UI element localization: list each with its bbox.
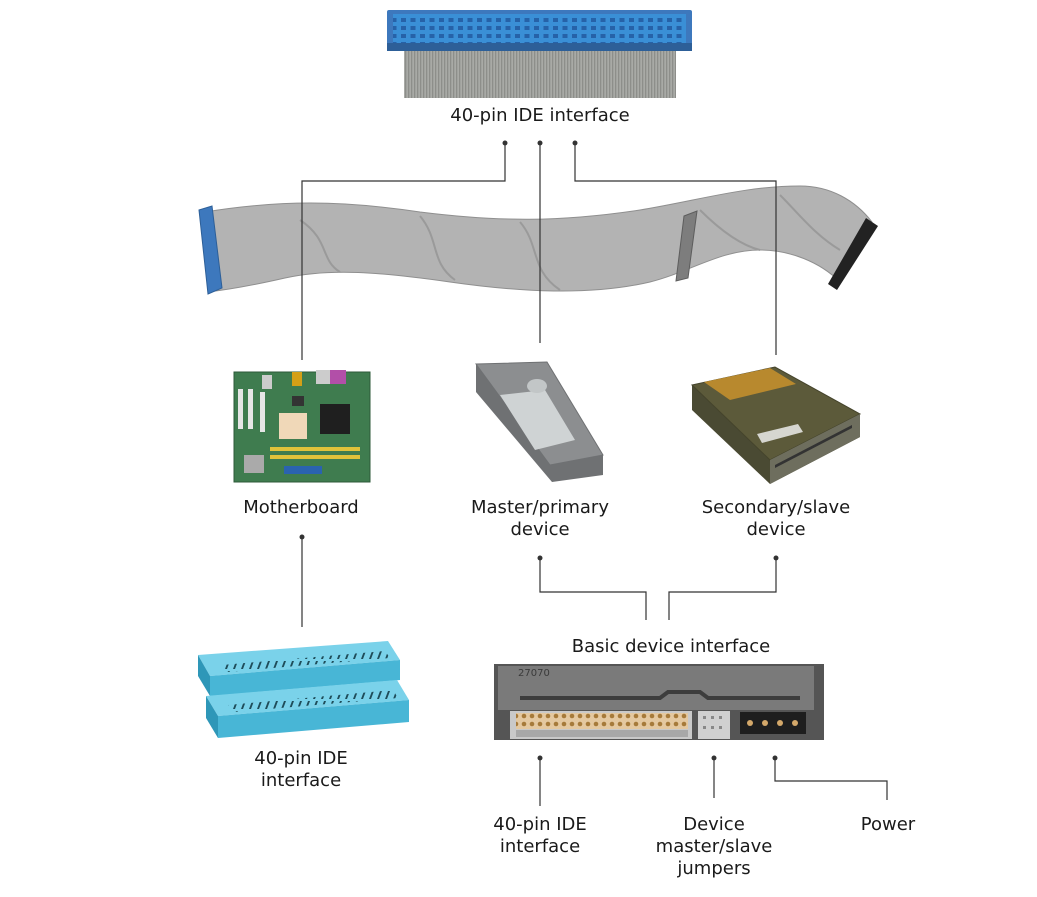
leader-lines [301,143,888,806]
label-slave-device: Secondary/slave device [676,497,876,541]
label-top-connector: 40-pin IDE interface [450,105,630,126]
top-ide-connector [387,10,692,98]
label-motherboard: Motherboard [243,497,359,518]
motherboard-illustration [233,370,371,483]
label-master-line2: device [510,519,570,540]
slave-drive-illustration [690,366,862,484]
label-basic-interface: Basic device interface [571,636,771,657]
drive-model-text: 27070 [518,668,550,679]
label-slave-line2: device [746,519,806,540]
label-mb-connector-line2: interface [260,770,342,791]
motherboard-ide-connector [198,641,409,738]
label-master-line1: Master/primary [471,497,609,518]
ribbon-cable [198,185,878,295]
label-drive-pins: 40-pin IDE interface [460,814,620,858]
label-power: Power [860,814,916,835]
label-drive-pins-line2: interface [499,836,581,857]
label-jumpers: Device master/slave jumpers [644,814,784,880]
drive-rear-interface: 27070 [494,664,824,740]
master-drive-illustration [475,361,604,482]
leader-dots [299,140,779,761]
label-mb-connector-line1: 40-pin IDE [254,748,348,769]
label-jumpers-line2: master/slave [655,836,773,857]
label-jumpers-line3: jumpers [677,858,751,879]
label-slave-line1: Secondary/slave [701,497,851,518]
label-mb-connector: 40-pin IDE interface [221,748,381,792]
label-master-device: Master/primary device [440,497,640,541]
label-drive-pins-line1: 40-pin IDE [493,814,587,835]
label-jumpers-line1: Device [683,814,745,835]
